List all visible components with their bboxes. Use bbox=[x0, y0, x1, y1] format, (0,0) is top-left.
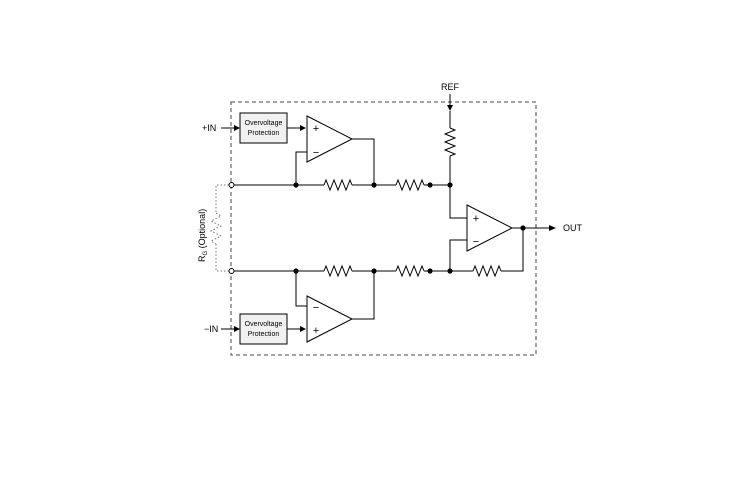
wire-a2-feedback bbox=[295, 271, 307, 307]
wire-rg-top bbox=[215, 184, 229, 213]
arrow-out-icon bbox=[549, 225, 556, 231]
opamp-a1-minus: − bbox=[313, 147, 319, 159]
chip-boundary bbox=[230, 101, 537, 356]
resistor-diff-top bbox=[395, 178, 425, 192]
opamp-a2-plus: + bbox=[313, 325, 319, 337]
wire-a1-feedback bbox=[295, 151, 307, 185]
opamp-a3-plus: + bbox=[473, 213, 479, 225]
junction-dot bbox=[293, 268, 299, 274]
wire-rg-bottom bbox=[215, 244, 229, 272]
opamp-a1 bbox=[306, 115, 354, 163]
junction-dot bbox=[293, 182, 299, 188]
wire-a1-out bbox=[352, 138, 375, 185]
junction-dot bbox=[520, 225, 526, 231]
junction-dot bbox=[371, 182, 377, 188]
ovp-top-line2: Protection bbox=[248, 130, 280, 137]
opamp-a2 bbox=[306, 295, 354, 343]
opamp-a2-minus: − bbox=[313, 302, 319, 314]
opamp-a1-plus: + bbox=[313, 123, 319, 135]
resistor-gain-top bbox=[323, 178, 353, 192]
wire-a2-out bbox=[352, 271, 375, 320]
arrow-ovp-a2-icon bbox=[300, 326, 306, 332]
junction-dot bbox=[427, 182, 433, 188]
arrow-in-plus-icon bbox=[234, 125, 240, 131]
resistor-rg bbox=[209, 212, 223, 245]
wire-a3-feedback bbox=[501, 228, 524, 272]
arrow-ref-icon bbox=[447, 105, 453, 111]
wire-a3-plus bbox=[449, 185, 467, 219]
ref-label: REF bbox=[441, 82, 460, 92]
resistor-feedback bbox=[472, 264, 502, 278]
opamp-a3-minus: − bbox=[473, 236, 479, 248]
ovp-top-line1: Overvoltage bbox=[245, 120, 283, 127]
out-label: OUT bbox=[563, 223, 583, 233]
in-plus-label: +IN bbox=[202, 123, 216, 133]
overvoltage-protection-bottom bbox=[239, 313, 288, 345]
junction-dot bbox=[427, 268, 433, 274]
opamp-a3 bbox=[466, 204, 514, 252]
wire-a3-minus bbox=[449, 239, 467, 271]
resistor-ref bbox=[443, 127, 457, 157]
rg-label: RG (Optional) bbox=[197, 209, 209, 262]
junction-dot bbox=[447, 268, 453, 274]
rg-terminal-bottom bbox=[228, 268, 235, 274]
rg-terminal-top bbox=[228, 182, 235, 188]
arrow-in-minus-icon bbox=[234, 326, 240, 332]
in-minus-label: −IN bbox=[204, 324, 218, 334]
arrow-ovp-a1-icon bbox=[300, 125, 306, 131]
resistor-diff-bottom bbox=[395, 264, 425, 278]
junction-dot bbox=[371, 268, 377, 274]
overvoltage-protection-top bbox=[239, 112, 288, 144]
ovp-bottom-line1: Overvoltage bbox=[245, 321, 283, 328]
junction-dot bbox=[447, 182, 453, 188]
ovp-bottom-line2: Protection bbox=[248, 331, 280, 338]
resistor-gain-bottom bbox=[323, 264, 353, 278]
